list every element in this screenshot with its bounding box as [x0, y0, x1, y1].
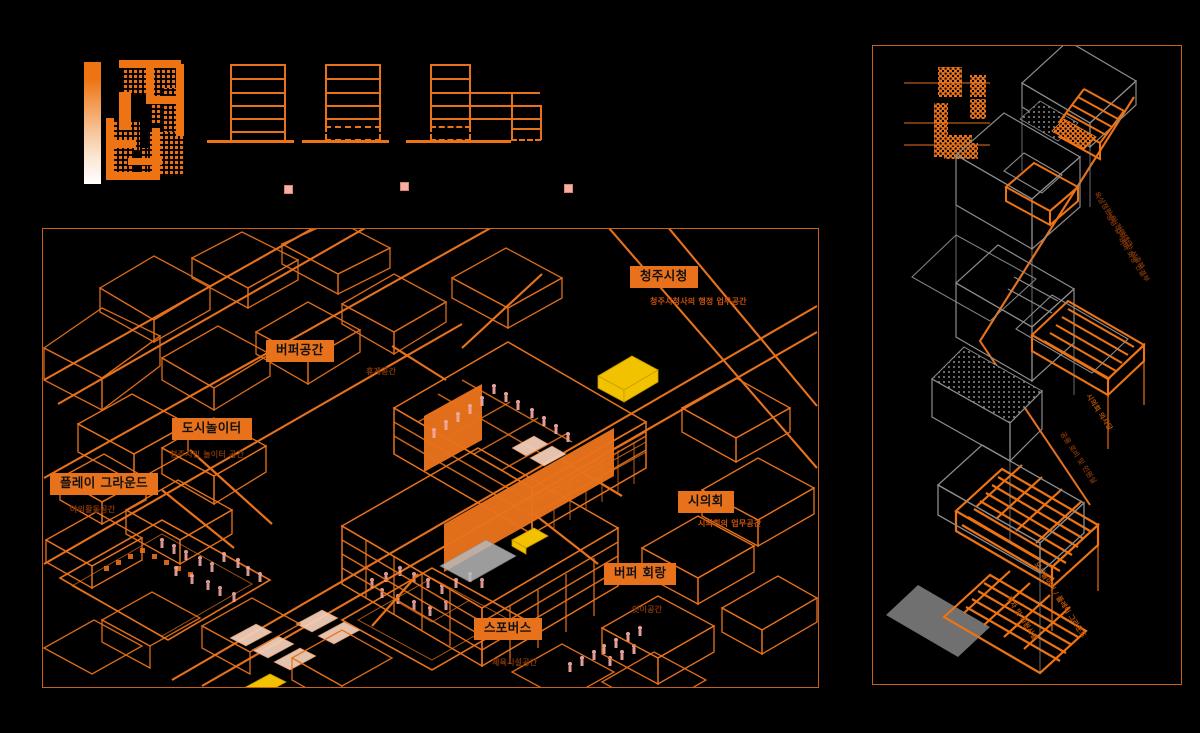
section-marker-c	[564, 184, 573, 193]
callout-urban-playground[interactable]: 도시놀이터	[172, 418, 252, 440]
axonometric-drawing	[886, 46, 1146, 675]
callout-sub-buffer-space: 휴게공간	[366, 367, 397, 376]
callout-city-council[interactable]: 시의회	[678, 491, 734, 513]
axon-key-plan	[904, 67, 990, 159]
callout-sub-city-council: 시의회의 업무공간	[698, 519, 762, 528]
callout-sub-play-ground: 야외활동공간	[70, 505, 116, 514]
axonometric-panel	[872, 45, 1182, 685]
density-gradient-legend	[84, 62, 101, 184]
callout-play-ground[interactable]: 플레이 그라운드	[50, 473, 159, 495]
callout-sub-cheongju-city-hall: 청주시청사의 행정 업무공간	[650, 297, 747, 306]
callout-cheongju-city-hall[interactable]: 청주시청	[630, 266, 698, 288]
section-marker-a	[284, 185, 293, 194]
callout-buffer-space[interactable]: 버퍼공간	[266, 340, 334, 362]
callout-sub-urban-playground: 청주시민 놀이터 공간	[170, 450, 245, 459]
section-marker-b	[400, 182, 409, 191]
callout-buffer-corridor[interactable]: 버퍼 회랑	[604, 563, 677, 585]
callout-spo-bus[interactable]: 스포버스	[474, 618, 542, 640]
callout-sub-spo-bus: 체육시설공간	[492, 658, 538, 667]
callout-sub-buffer-corridor: 잇이공간	[632, 605, 663, 614]
perspective-panel	[42, 228, 819, 688]
